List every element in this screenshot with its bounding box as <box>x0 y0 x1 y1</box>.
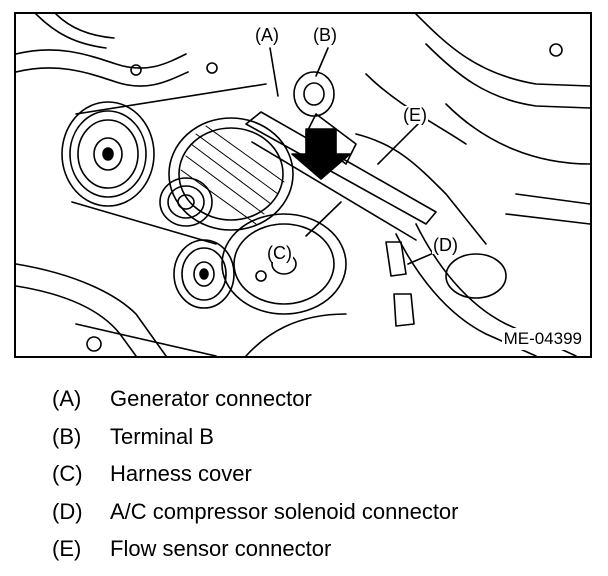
legend: (A) Generator connector (B) Terminal B (… <box>52 386 592 574</box>
legend-key: (B) <box>52 423 82 449</box>
callout-d: (D) <box>432 235 459 255</box>
figure-id: ME-04399 <box>501 328 584 350</box>
legend-text: Terminal B <box>110 423 214 449</box>
legend-item: (D) A/C compressor solenoid connector <box>52 499 592 537</box>
callout-a: (A) <box>254 25 280 45</box>
callout-b: (B) <box>312 25 338 45</box>
legend-text: Generator connector <box>110 386 312 411</box>
legend-item: (E) Flow sensor connector <box>52 536 592 574</box>
callout-e: (E) <box>402 105 428 125</box>
engine-line-drawing <box>16 14 590 356</box>
legend-text: A/C compressor solenoid connector <box>110 498 459 524</box>
legend-key: (C) <box>52 461 83 486</box>
legend-text: Flow sensor connector <box>110 536 332 561</box>
legend-item: (B) Terminal B <box>52 424 592 462</box>
engine-illustration: (A) (B) (E) (C) (D) ME-04399 <box>14 12 592 358</box>
legend-key: (A) <box>52 386 82 411</box>
legend-item: (A) Generator connector <box>52 386 592 424</box>
legend-item: (C) Harness cover <box>52 461 592 499</box>
legend-key: (E) <box>52 536 82 561</box>
legend-key: (D) <box>52 498 83 524</box>
legend-text: Harness cover <box>110 461 252 486</box>
callout-c: (C) <box>266 243 293 263</box>
